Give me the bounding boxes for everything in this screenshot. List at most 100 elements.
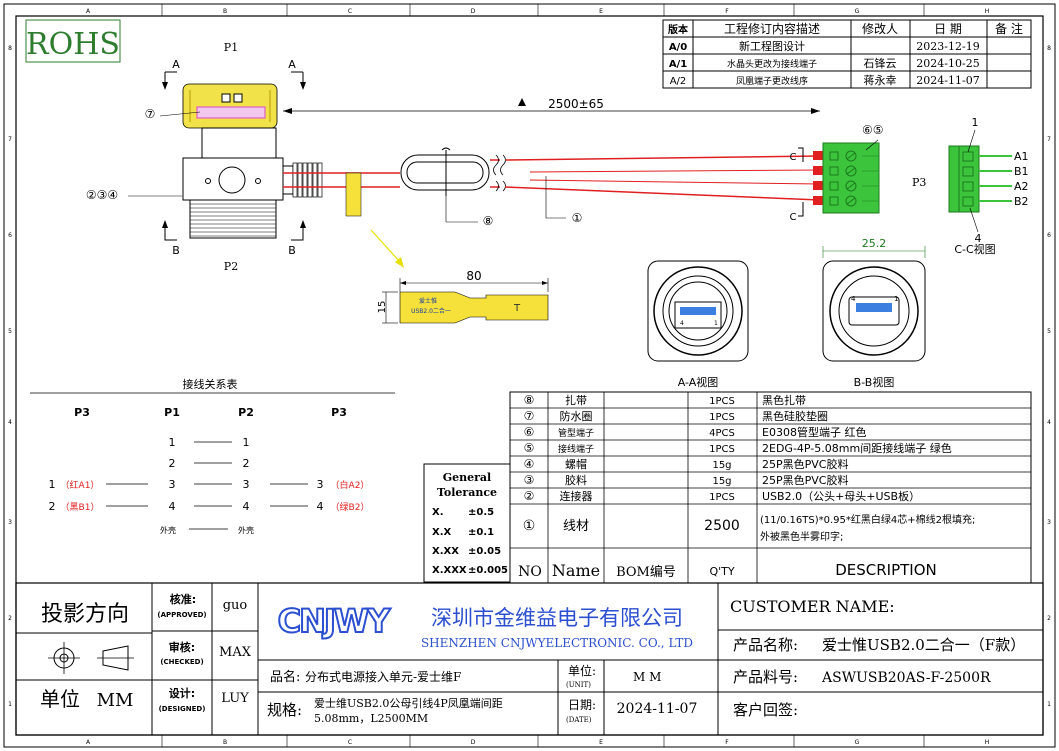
bom-name: 连接器 [560,490,593,503]
bom-desc: USB2.0（公头+母头+USB板） [762,489,920,503]
bom-name: 胶料 [565,473,587,487]
rohs-box [25,19,121,63]
rohs-label: ROHS [26,27,120,62]
cc-pin-1-label: 1 [972,116,979,129]
aa-pin-1: 1 [714,320,718,327]
cc-view-label: C-C视图 [954,242,995,256]
revision-table: 版本 工程修订内容描述 修改人 日 期 备 注 A/0 新工程图设计 2023-… [662,19,1032,89]
unit2-value: M M [633,670,661,684]
date-en: (DATE) [566,716,592,724]
tag-text-t: T [513,303,521,314]
rev-row-by: 蒋永幸 [864,73,897,87]
grid-row-label: 2 [1047,615,1051,622]
wiring-p3-left-color: （黑B1） [61,502,100,513]
tag-height: 15 [377,301,388,314]
tolerance-key: X.X [432,527,452,538]
approved-by: guo [223,598,248,613]
bom-no: ⑦ [524,409,535,423]
wiring-p3-left-num: 1 [49,478,56,491]
wiring-p3-right-num: 3 [317,478,324,491]
bom-qty: 15g [712,476,731,487]
unit-label: 单位 [40,687,80,711]
bom-no: ⑥ [524,425,535,439]
rev-header-version: 版本 [668,23,689,36]
p1-label: P1 [224,41,238,54]
grid-row-label: 1 [1047,701,1051,708]
grid-col-label: G [855,739,860,746]
customer-name-label: CUSTOMER NAME: [730,597,895,616]
grid-col-label: D [471,739,476,746]
cc-view-pins [962,151,1012,207]
customer-reply-label: 客户回签: [733,701,798,719]
grid-col-label: F [725,739,729,746]
grid-row-label: 5 [1047,328,1051,335]
bom-desc: 黑色硅胶垫圈 [762,409,828,423]
length-dimension: 2500±65 [548,97,604,111]
product-name-label: 品名: [270,669,300,685]
grid-row-label: 7 [8,136,12,143]
aa-view-label: A-A视图 [678,375,719,389]
designed-by: LUY [221,691,249,706]
svg-text:C: C [790,212,797,223]
product-value: 爱士惟USB2.0二合一（F款） [822,636,1025,654]
hanging-label-tag [345,172,362,217]
waterproof-ring [196,106,266,119]
p2-thread [189,199,277,239]
wiring-p1-cell: 外壳 [160,525,176,535]
bom-no: ① [523,518,536,534]
rev-row-desc: 水晶头更改为接线端子 [727,58,817,70]
spec-line2: 5.08mm，L2500MM [314,712,428,725]
callout-8: ⑧ [483,214,494,228]
rev-row-ver: A/1 [669,59,687,70]
grid-col-label: A [86,739,91,746]
wiring-p3-right-num: 4 [317,500,324,513]
wiring-header-p1: P1 [164,406,180,419]
part-number-value: ASWUSB20AS-F-2500R [821,670,991,686]
callout-65: ⑥⑤ [862,123,884,137]
wiring-p2-cell: 外壳 [238,525,254,535]
cc-terminal-label: A2 [1014,180,1029,193]
tolerance-value: ±0.1 [468,527,494,538]
tag-text-line2: USB2.0二合一 [411,307,451,315]
section-b-right: B [288,244,296,257]
wiring-p3-right-color: （绿B2） [331,501,370,513]
checked-label: 审核: [169,640,195,654]
wiring-title: 接线关系表 [183,377,238,391]
wiring-p2-cell: 2 [243,457,250,470]
bom-no: ④ [524,457,535,471]
grid-col-label: B [223,739,227,746]
grid-row-label: 8 [1047,45,1051,52]
wiring-p1-cell: 4 [169,500,176,513]
spec-label: 规格: [267,701,302,719]
wiring-p2-cell: 3 [243,478,250,491]
grid-col-label: H [985,739,990,746]
bom-desc: 2EDG-4P-5.08mm间距接线端子 绿色 [762,441,952,455]
bom-desc: 25P黑色PVC胶料 [762,457,848,471]
cc-pin-4-label: 4 [975,232,982,245]
tolerance-title-1: General [443,471,492,484]
aa-view: 4 1 A-A视图 [647,260,749,389]
unit-value: MM [97,690,134,711]
approved-label: 核准: [170,592,196,606]
rev-row-date: 2024-10-25 [916,57,979,70]
tolerance-rows: X.±0.5X.X±0.1X.XX±0.05X.XXX±0.005 [432,507,508,576]
grid-row-label: 5 [8,328,12,335]
wiring-p2-cell: 1 [243,436,250,449]
grid-row-label: 4 [1047,419,1051,426]
callout-1: ① [572,211,583,225]
product-name-value: 分布式电源接入单元-爱士维F [305,669,461,684]
bom-name: 接线端子 [558,443,594,455]
bom-no: ② [524,489,535,503]
wiring-p3-left-num: 2 [49,500,56,513]
bom-header-no: NO [518,564,542,580]
bom-desc: 25P黑色PVC胶料 [762,473,848,487]
bom-name: 扎带 [565,393,587,407]
wiring-header-p3-right: P3 [331,406,347,419]
checked-by: MAX [219,645,252,660]
bb-view: 25.2 4 1 B-B视图 [822,237,926,389]
